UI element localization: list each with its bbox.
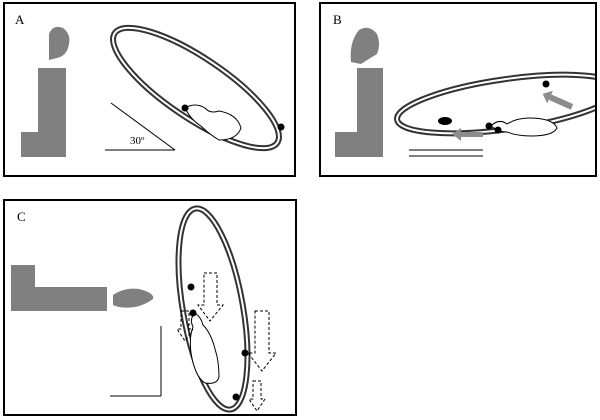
body-silhouette xyxy=(11,265,107,311)
ampulla-shape xyxy=(189,312,220,384)
seat-silhouette xyxy=(335,68,383,157)
dashed-arrow-3 xyxy=(246,310,278,372)
semicircular-canal-ring xyxy=(175,205,251,413)
ampulla-shape xyxy=(490,117,558,137)
panel-a-label: A xyxy=(15,12,25,27)
panel-a: A 30º xyxy=(3,2,296,177)
marker-dot-1 xyxy=(181,104,189,112)
head-silhouette xyxy=(49,26,70,60)
marker-dot-3 xyxy=(241,349,249,357)
marker-dot-4 xyxy=(232,393,240,401)
angle-line-diagonal xyxy=(110,102,176,151)
semicircular-canal-ring xyxy=(110,24,282,152)
panel-a-drawing xyxy=(21,24,285,157)
marker-dot-2 xyxy=(189,309,197,317)
seat-silhouette xyxy=(21,68,66,157)
flow-arrow-left xyxy=(452,128,483,141)
marker-dot-2 xyxy=(277,123,285,131)
panel-c-drawing xyxy=(11,205,278,413)
angle-label: 30º xyxy=(130,135,145,147)
panel-b-drawing xyxy=(335,27,595,157)
panel-c: C xyxy=(3,199,297,416)
cupula-blob xyxy=(438,117,452,125)
head-silhouette xyxy=(350,27,379,64)
panel-c-label: C xyxy=(17,209,26,224)
marker-dot-1 xyxy=(187,283,195,291)
marker-dot-3 xyxy=(542,80,550,88)
dashed-arrow-2 xyxy=(176,310,194,342)
dashed-arrow-4 xyxy=(248,380,266,412)
dashed-arrow-1 xyxy=(197,272,225,322)
marker-dot-2 xyxy=(494,126,502,134)
head-silhouette xyxy=(113,288,154,308)
marker-dot-1 xyxy=(485,122,493,130)
ampulla-shape xyxy=(184,104,242,141)
flow-arrow-right xyxy=(542,90,574,110)
panel-b: B xyxy=(319,2,597,177)
panel-b-label: B xyxy=(333,12,342,27)
